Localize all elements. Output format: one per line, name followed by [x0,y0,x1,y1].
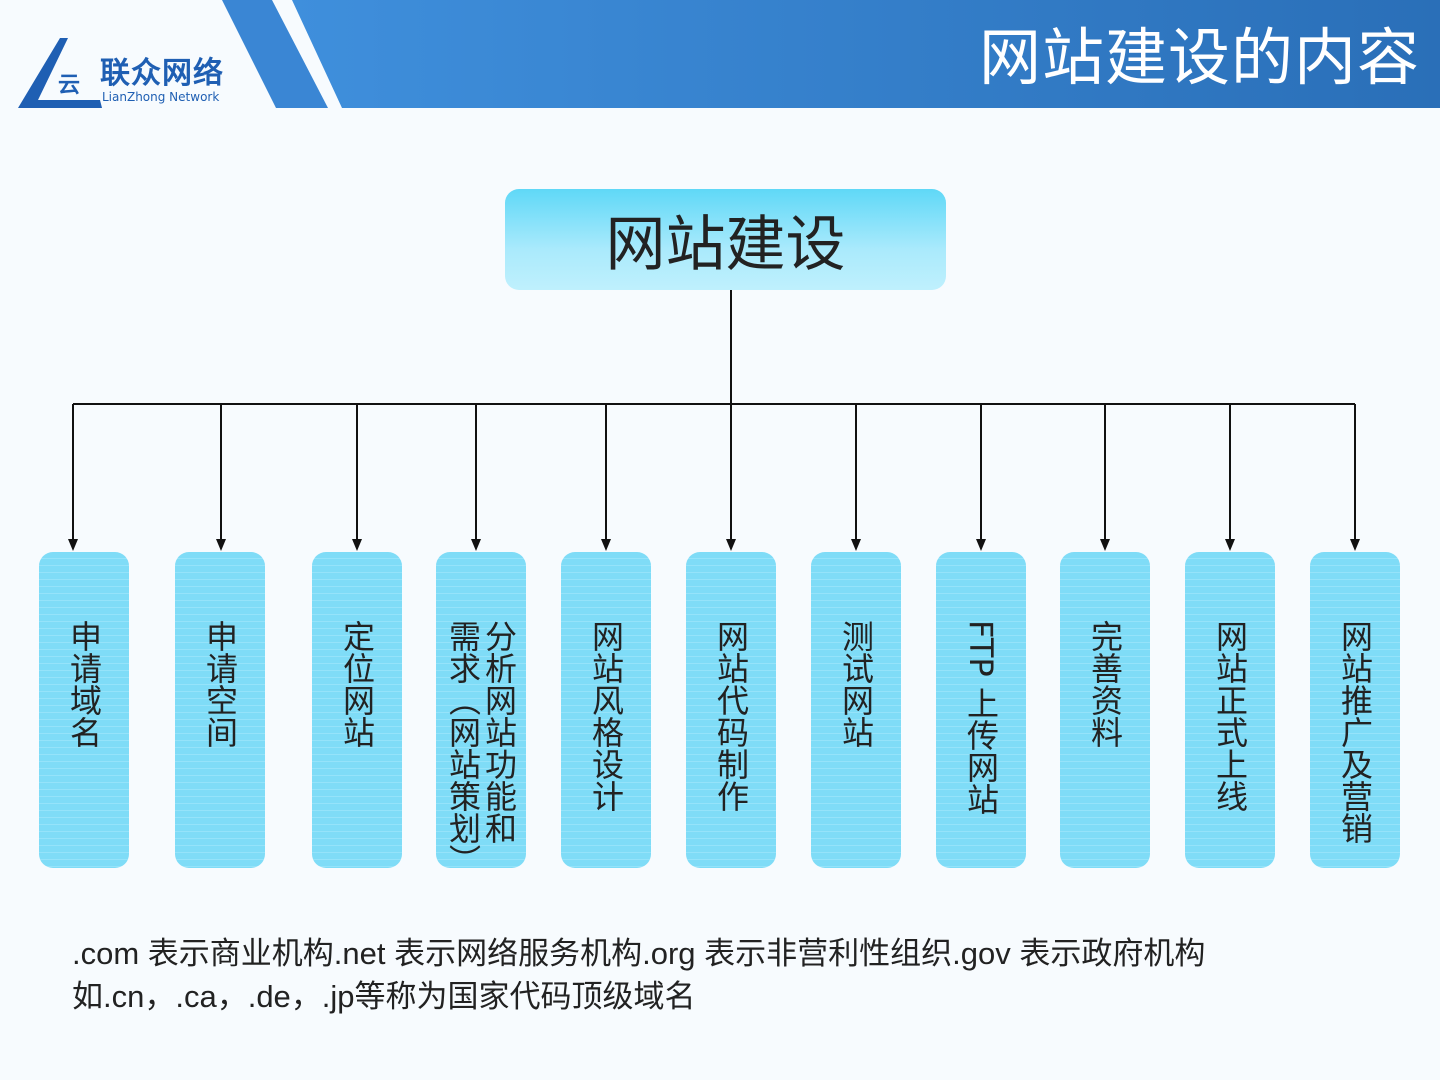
child-node: FTP 上传网站 [936,552,1026,868]
logo: 云 联众网络 LianZhong Network [16,34,256,110]
child-node-label: 网站代码制作 [712,620,750,812]
arrowhead-icon [216,539,226,551]
logo-english-text: LianZhong Network [102,90,220,104]
child-node-label: 网站推广及营销 [1336,620,1374,844]
arrowhead-icon [1350,539,1360,551]
domain-note: .com 表示商业机构.net 表示网络服务机构.org 表示非营利性组织.go… [72,936,1206,1014]
child-node: 网站风格设计 [561,552,651,868]
child-node-label: 分析网站功能和需求（网站策划） [444,620,518,876]
child-node: 申请空间 [175,552,265,868]
child-node: 定位网站 [312,552,402,868]
child-node: 完善资料 [1060,552,1150,868]
child-node: 分析网站功能和需求（网站策划） [436,552,526,876]
arrowhead-icon [68,539,78,551]
child-node-label: 网站风格设计 [587,620,625,812]
child-node: 网站推广及营销 [1310,552,1400,868]
arrowhead-icon [726,539,736,551]
root-node: 网站建设 [505,189,946,290]
logo-chinese-text: 联众网络 [100,56,224,91]
header-background [222,0,1440,108]
arrowhead-icon [1225,539,1235,551]
child-node-label: 定位网站 [338,620,376,748]
header-bar: 云 联众网络 LianZhong Network 网站建设的内容 [0,0,1440,110]
logo-mark-icon: 云 [18,38,102,108]
child-node-label: 完善资料 [1086,620,1124,748]
arrowhead-icon [352,539,362,551]
child-node: 测试网站 [811,552,901,868]
arrowhead-icon [471,539,481,551]
page-title: 网站建设的内容 [978,21,1420,94]
child-node-label: 申请空间 [201,620,239,748]
child-node-label: 申请域名 [65,620,103,748]
arrowhead-icon [976,539,986,551]
arrowhead-icon [851,539,861,551]
child-node-label: 测试网站 [837,620,875,748]
arrowhead-icon [1100,539,1110,551]
root-label: 网站建设 [605,210,846,280]
child-node-label: 网站正式上线 [1211,620,1249,812]
child-node: 网站代码制作 [686,552,776,868]
child-node-label: FTP 上传网站 [962,620,1000,815]
arrowhead-icon [601,539,611,551]
child-node: 网站正式上线 [1185,552,1275,868]
svg-text:云: 云 [58,73,80,98]
child-node: 申请域名 [39,552,129,868]
